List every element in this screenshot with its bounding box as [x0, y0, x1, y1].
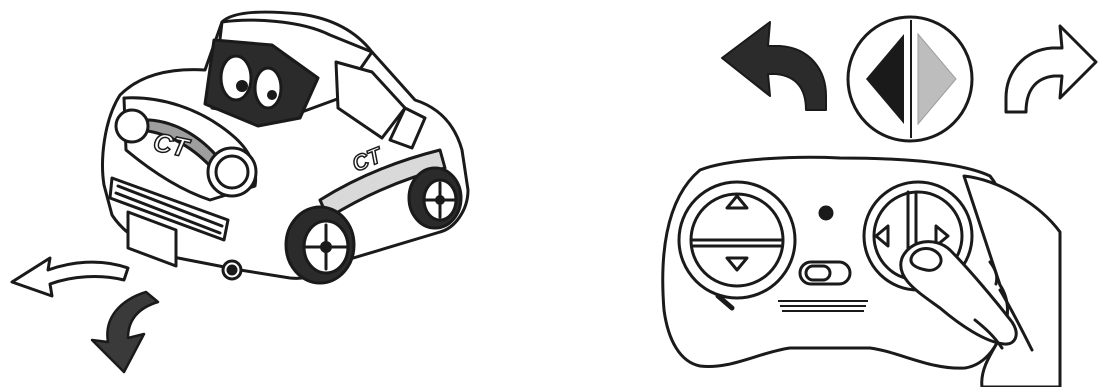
- car-eye-right: [255, 68, 281, 108]
- car-rear-wheel: [409, 168, 461, 228]
- swerve-arrow-dark-icon: [92, 292, 158, 372]
- power-switch-knob: [806, 266, 830, 280]
- power-indicator-dot: [820, 207, 832, 219]
- thumbnail: [911, 249, 941, 271]
- right-turn-arrow-icon: [1006, 26, 1096, 112]
- left-turn-arrow-icon: [722, 22, 826, 110]
- speaker-grille: [778, 300, 868, 312]
- direction-indicator-icon: [848, 17, 972, 141]
- car-fog-light-inner: [228, 266, 236, 274]
- car-headlight-right-inner: [216, 156, 248, 188]
- left-joystick: [679, 182, 795, 298]
- car-front-wheel: [286, 207, 354, 283]
- car-pupil-left: [236, 80, 248, 92]
- swerve-arrow-light-icon: [12, 258, 128, 296]
- car-eye-left: [221, 56, 251, 100]
- car-pupil-right: [267, 90, 277, 100]
- car-headlight-left: [116, 110, 148, 142]
